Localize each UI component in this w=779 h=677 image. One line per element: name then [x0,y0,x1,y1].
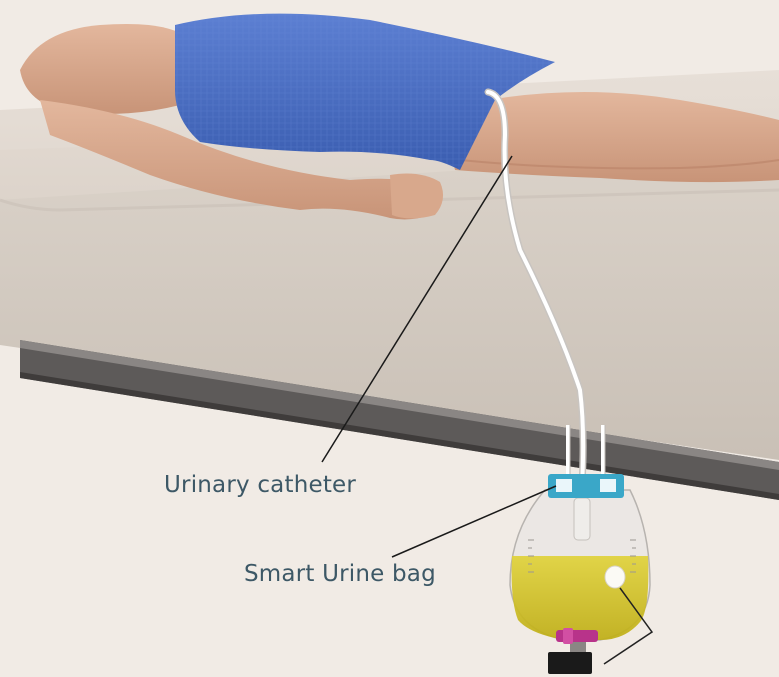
urine-bag [510,474,652,674]
smart-urine-bag-label: Smart Urine bag [244,561,436,587]
drain-valve [556,630,598,642]
urinary-catheter-label: Urinary catheter [164,472,356,498]
level-sensor-ball-icon [605,566,625,588]
sensor-module-icon [548,652,592,674]
bag-clip [548,474,624,498]
